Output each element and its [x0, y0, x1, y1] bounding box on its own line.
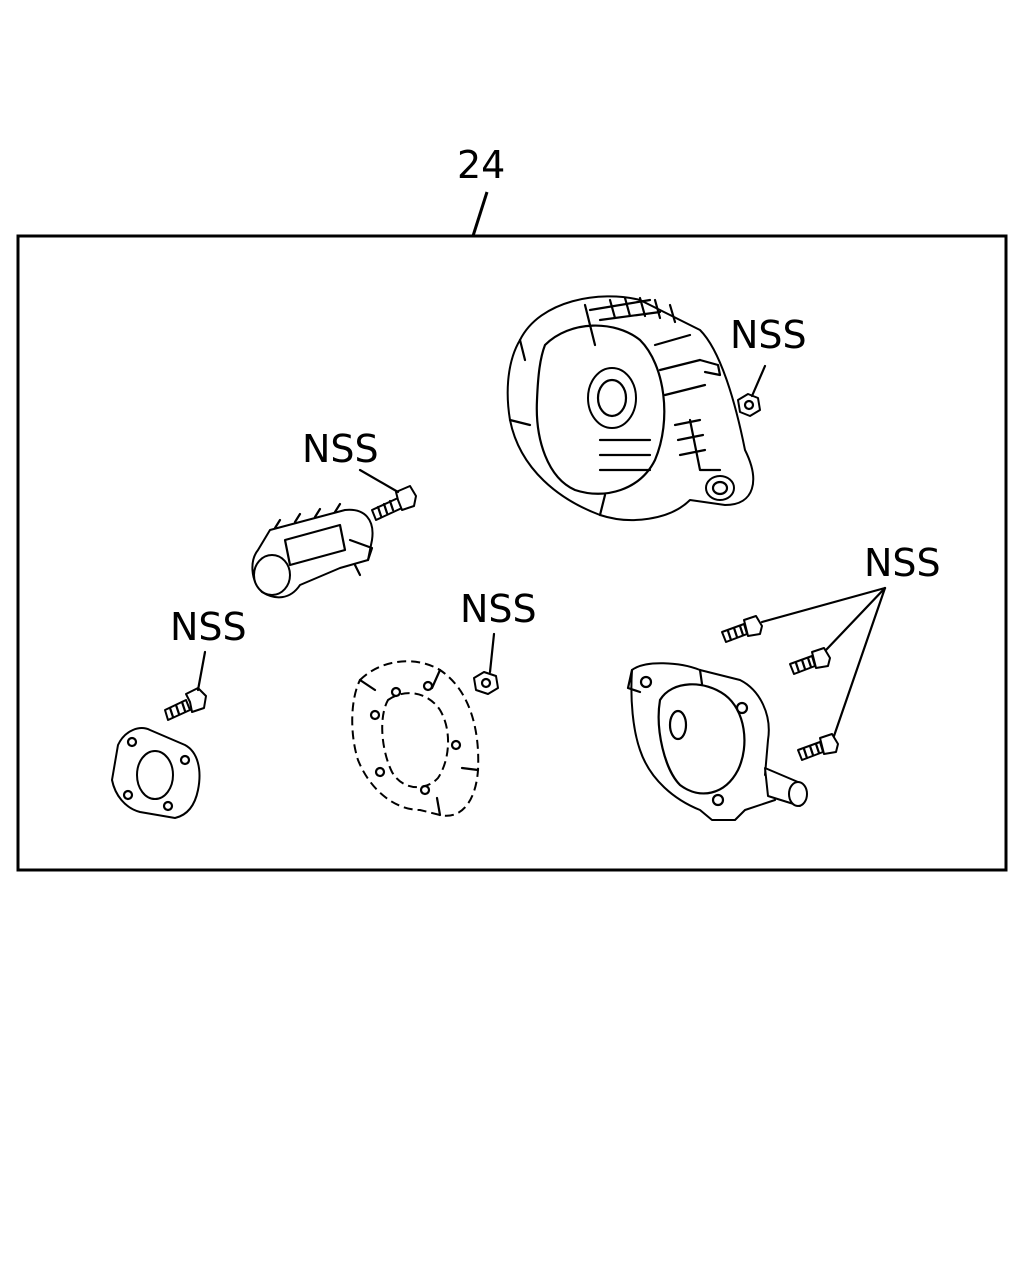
- rear-housing: [506, 295, 755, 521]
- front-housing-screw-2: [789, 647, 831, 675]
- bearing-retainer-bolt: [164, 687, 207, 721]
- front-housing-screw-1: [721, 615, 763, 643]
- brush-holder: [251, 502, 374, 599]
- front-housing-screw-3: [797, 733, 839, 761]
- nss-leader-bearing-bolt: [196, 650, 207, 692]
- insulator-nut: [473, 671, 499, 695]
- nss-leaders-front-screws: [760, 586, 887, 738]
- nss-label-brush-bolt: NSS: [302, 427, 379, 471]
- nss-label-center-nut: NSS: [460, 587, 537, 631]
- nss-leader-nut-top: [750, 364, 767, 398]
- insulator-plate: [351, 660, 480, 817]
- brush-holder-bolt: [371, 485, 417, 521]
- nss-label-bearing-bolt: NSS: [170, 605, 247, 649]
- nss-label-front-screws: NSS: [864, 541, 941, 585]
- callout-24: 24: [457, 143, 505, 187]
- rear-housing-nut: [737, 393, 761, 417]
- nss-label-nut-top: NSS: [730, 313, 807, 357]
- front-housing: [626, 662, 808, 821]
- nss-leader-center-nut: [488, 632, 496, 674]
- nss-leader-brush-bolt: [358, 468, 400, 494]
- assembly-frame: [16, 234, 1008, 872]
- callout-24-leader: [471, 191, 489, 237]
- bearing-retainer: [111, 727, 201, 819]
